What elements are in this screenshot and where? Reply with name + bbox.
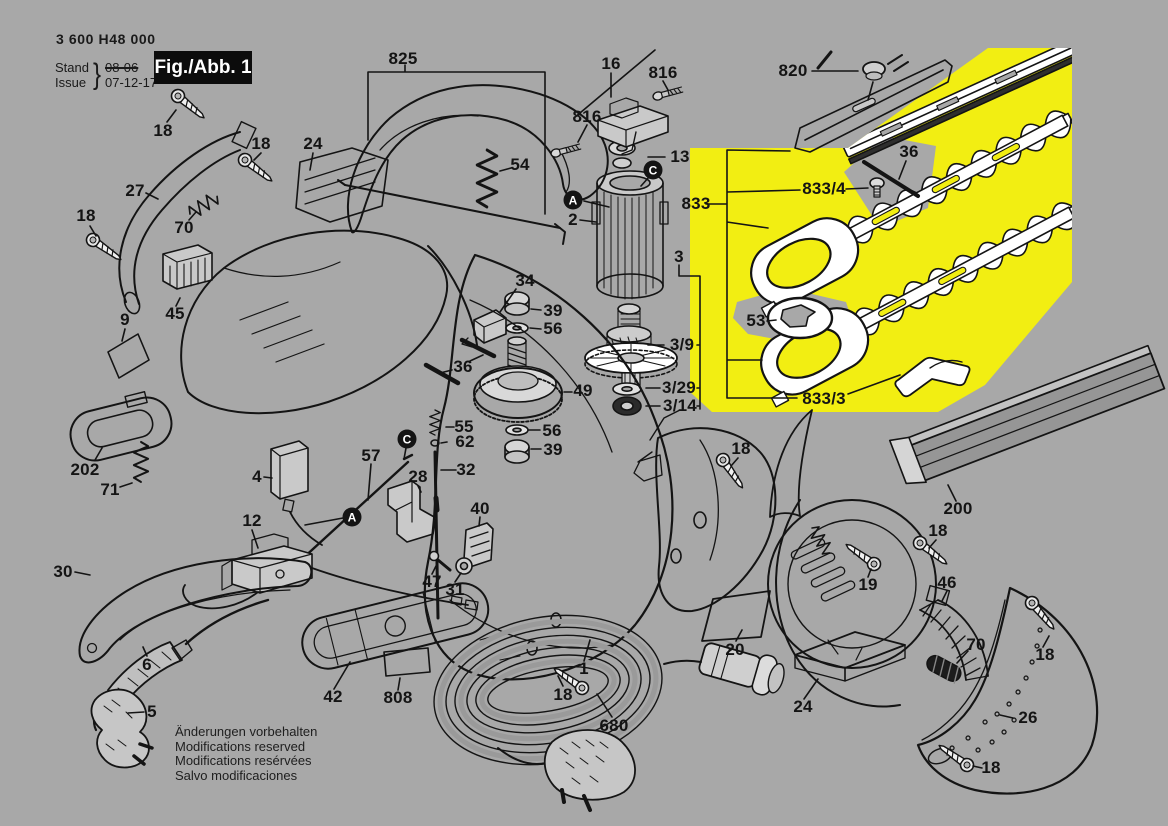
- stand-label: Stand: [55, 60, 89, 75]
- part-blade-set: [750, 48, 1072, 408]
- part-808-label: [383, 647, 431, 677]
- stand-issue-block: Stand Issue } 08-06 07-12-17: [55, 58, 158, 91]
- part-27-loop-handle: [118, 120, 257, 315]
- part-20-label: [701, 590, 771, 642]
- part-3-29-washer: [612, 382, 642, 396]
- part-30-lower-handle: [78, 557, 313, 664]
- part-3-armature: [584, 303, 678, 388]
- notice-line-de: Änderungen vorbehalten: [175, 724, 318, 739]
- part-200-blade-guard: [888, 344, 1166, 485]
- part-36-pins-left: [423, 337, 497, 386]
- lower-blade: [760, 202, 1072, 408]
- issue-date: 07-12-17: [105, 75, 158, 90]
- part-39-bushing-bottom: [504, 439, 530, 464]
- type-number: 3 600 H48 000: [56, 31, 156, 47]
- modifications-notice: Änderungen vorbehalten Modifications res…: [175, 724, 318, 783]
- part-45-block: [162, 244, 213, 290]
- superseded-date: 08-06: [105, 60, 139, 75]
- part-16-switch-module: [549, 84, 684, 159]
- part-housing-right-half: [633, 409, 813, 613]
- part-820-cover-strip: [794, 50, 953, 153]
- part-36-pin-right: [862, 160, 920, 198]
- blade-guide-rail: [842, 48, 1072, 165]
- part-56-washer-bottom: [505, 424, 529, 436]
- brace-glyph: }: [92, 58, 102, 91]
- part-70-spring-bottomright: [926, 654, 962, 684]
- part-3-14-bearing: [612, 396, 642, 416]
- part-5-plug: [90, 688, 154, 769]
- part-53-cam: [766, 296, 834, 340]
- part-26-hand-guard: [916, 586, 1099, 795]
- part-9-label: [107, 333, 150, 379]
- part-31-cap: [455, 557, 473, 575]
- part-39-bushing-top: [504, 291, 530, 316]
- notice-line-en: Modifications reserved: [175, 738, 306, 754]
- leader-lines: [74, 49, 1050, 769]
- part-4-switch: [270, 440, 323, 546]
- part-46-toothed-segment: [919, 584, 989, 681]
- figure-label: Fig./Abb. 1: [154, 51, 252, 84]
- notice-line-es: Salvo modificaciones: [175, 767, 298, 783]
- part-202-hanger: [69, 391, 173, 462]
- issue-label: Issue: [55, 75, 87, 90]
- part-833-3-clamp: [894, 356, 971, 398]
- part-24-upper-housing: [180, 147, 449, 415]
- part-47-pin: [428, 550, 452, 572]
- part-680-power-cord: [433, 614, 785, 812]
- part-24-lower-bracket: [794, 631, 906, 682]
- part-833-4-screw: [869, 177, 885, 198]
- part-49-worm-gear: [473, 336, 563, 423]
- part-34-bearing-block: [461, 309, 507, 348]
- notice-line-fr: Modifications resérvées: [175, 753, 312, 768]
